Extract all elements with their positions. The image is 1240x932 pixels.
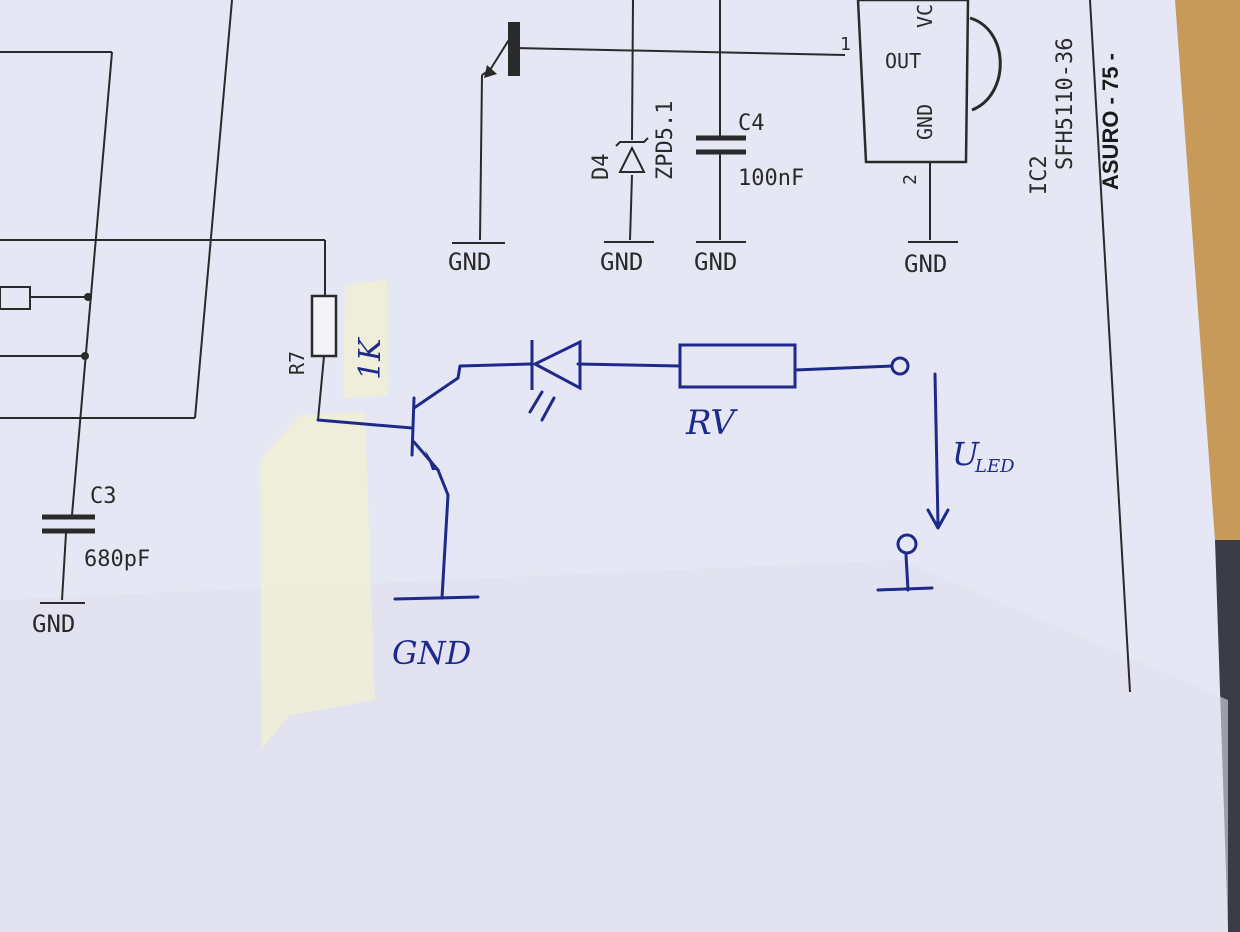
printed-transistor-arrow: [484, 65, 497, 78]
d4-ref-label: D4: [589, 154, 614, 181]
left-resistor-symbol: [0, 286, 31, 310]
printed-transistor-base: [508, 22, 520, 76]
pen-uled-label: U: [952, 435, 980, 473]
gnd-label-3: GND: [694, 248, 737, 276]
tape-strip-top: [343, 280, 388, 398]
c4-capacitor-symbol: [696, 135, 746, 155]
gnd-label-2: GND: [600, 248, 643, 276]
r7-resistor-symbol: [310, 294, 338, 358]
d4-value-label: ZPD5.1: [653, 101, 678, 180]
c4-ref-label: C4: [738, 111, 765, 136]
page-title: ASURO - 75 -: [1098, 53, 1123, 190]
junction-dot-2: [81, 352, 89, 360]
pen-terminal-top: [890, 356, 910, 376]
pen-gnd-label: GND: [392, 634, 471, 672]
c3-ref-label: C3: [90, 484, 117, 509]
ic2-body: [856, 0, 970, 164]
d4-zener-symbol: [615, 137, 649, 173]
ic2-part-label: SFH5110-36: [1053, 38, 1078, 170]
ic2-pin2-label: 2: [900, 174, 921, 185]
printed-wiring: [0, 0, 1131, 693]
gnd-label-1: GND: [448, 248, 491, 276]
c3-capacitor-symbol: [42, 514, 95, 534]
ic2-out-label: OUT: [885, 49, 921, 73]
r7-ref-label: R7: [285, 351, 309, 375]
pen-transistor-arrow: [425, 450, 438, 470]
pen-r7-value: 1K: [353, 337, 388, 380]
tape-strip-bottom: [260, 412, 375, 748]
c3-value-label: 680pF: [84, 547, 150, 572]
ic2-gnd-label: GND: [913, 104, 937, 140]
gnd-label-5: GND: [32, 610, 75, 638]
pen-led-symbol: [530, 339, 582, 391]
pen-terminal-bottom: [896, 533, 918, 555]
c4-value-label: 100nF: [738, 166, 804, 191]
pen-rv-label: RV: [685, 403, 738, 443]
ic2-lens: [969, 16, 1002, 112]
ic2-vcc-label: VC: [913, 4, 937, 28]
pen-wiring: [316, 362, 950, 601]
ic2-ref-label: IC2: [1027, 155, 1052, 195]
ic2-pin1-label: 1: [840, 34, 851, 55]
junction-dot-1: [84, 293, 92, 301]
pen-uled-subscript: LED: [974, 456, 1015, 477]
gnd-label-4: GND: [904, 250, 947, 278]
pen-rv-resistor: [678, 343, 797, 389]
